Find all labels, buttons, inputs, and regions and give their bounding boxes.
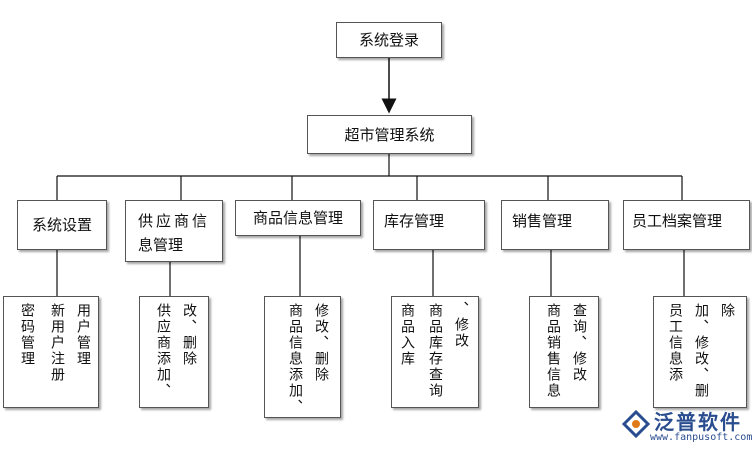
function-text-1-2: 新用户注册: [49, 303, 65, 383]
function-text-1-3: 密码管理: [19, 303, 35, 367]
module-box-3: 商品信息管理: [235, 200, 361, 236]
module-box-1: 系统设置: [17, 200, 107, 250]
brand-watermark: 泛普软件 www.fanpusoft.com: [620, 406, 752, 450]
function-text-3-1: 修改、删除: [313, 303, 329, 383]
function-text-5-2: 商品销售信息: [545, 303, 561, 399]
system-box: 超市管理系统: [307, 115, 472, 154]
function-text-4-3: 商品入库: [399, 303, 415, 367]
module-box-2: 供应商信 息管理: [125, 200, 223, 262]
module-box-5: 销售管理: [501, 200, 609, 250]
function-box-4: 、修改 商品库存查询 商品入库: [391, 296, 479, 408]
module-box-4: 库存管理: [373, 200, 485, 250]
function-box-6: 除 加、修改、删 员工信息添: [653, 296, 747, 408]
function-box-3: 修改、删除 商品信息添加、: [264, 296, 341, 418]
brand-name: 泛普软件: [654, 410, 742, 434]
function-text-6-2: 加、修改、删: [693, 303, 709, 399]
system-label: 超市管理系统: [344, 125, 435, 144]
brand-logo-icon: [621, 409, 651, 439]
login-box: 系统登录: [336, 22, 442, 58]
function-text-6-3: 员工信息添: [667, 303, 683, 383]
function-text-4-2: 商品库存查询: [427, 303, 443, 399]
module-box-6: 员工档案管理: [623, 200, 750, 250]
module-title-4: 库存管理: [384, 212, 445, 230]
module-title-1: 系统设置: [31, 216, 92, 234]
function-text-6-1: 除: [719, 303, 735, 319]
function-text-3-2: 商品信息添加、: [287, 303, 303, 415]
module-title-2-line2: 息管理: [138, 236, 184, 254]
function-text-5-1: 查询、修改: [571, 303, 587, 383]
login-label: 系统登录: [358, 31, 419, 49]
function-box-1: 用户管理 新用户注册 密码管理: [3, 296, 99, 408]
module-title-2-line1: 供应商信: [138, 212, 211, 230]
function-box-5: 查询、修改 商品销售信息: [529, 296, 599, 408]
function-box-2: 改、删除 供应商添加、: [139, 296, 209, 408]
module-title-6: 员工档案管理: [632, 212, 723, 230]
module-title-3: 商品信息管理: [252, 209, 343, 227]
module-title-5: 销售管理: [512, 212, 573, 230]
function-text-4-1: 、修改: [453, 301, 469, 349]
function-text-2-1: 改、删除: [181, 303, 197, 367]
function-text-2-2: 供应商添加、: [155, 303, 171, 399]
brand-url: www.fanpusoft.com: [650, 432, 752, 443]
function-text-1-1: 用户管理: [75, 303, 91, 367]
